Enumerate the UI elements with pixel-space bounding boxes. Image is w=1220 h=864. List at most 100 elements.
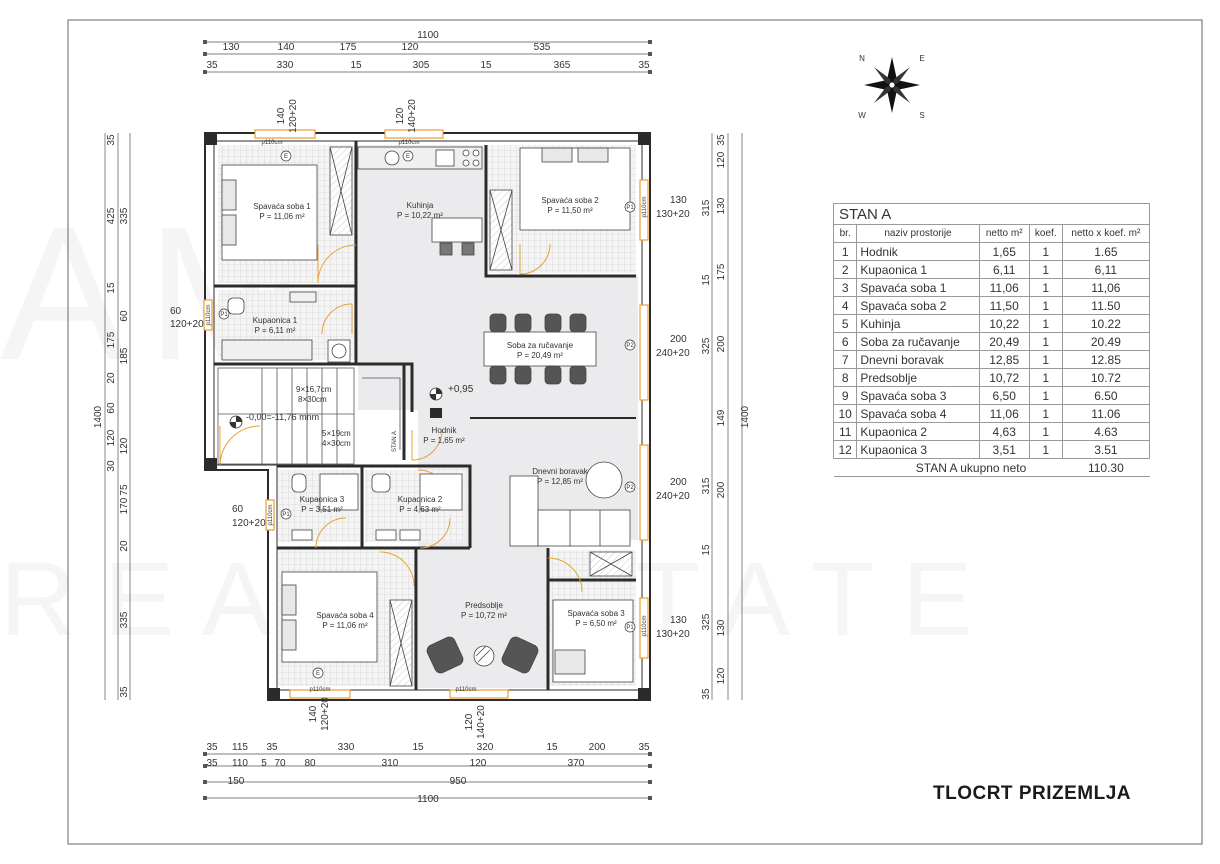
dim-bot-r1-5: 320 xyxy=(477,742,494,753)
dimension-lines xyxy=(104,41,743,799)
compass-w: W xyxy=(858,111,866,120)
cell-koef: 1 xyxy=(1028,332,1063,351)
dim-right-a-7: 130 xyxy=(716,619,727,636)
dim-left-a-6: 120 xyxy=(106,429,117,446)
dim-bot-r2-4: 80 xyxy=(304,758,316,769)
room-name-9: Spavaća soba 4 xyxy=(316,611,374,620)
dim-top-r3-1: 330 xyxy=(277,60,294,71)
dim-right-b-1: 15 xyxy=(701,274,712,286)
room-area-0: P = 11,06 m² xyxy=(259,212,305,221)
cell-room: Spavaća soba 1 xyxy=(856,278,980,297)
vertical-dimension-labels: 1400 35 425 15 175 20 60 120 30 335 60 1… xyxy=(93,134,751,700)
cell-netto-koef: 11,06 xyxy=(1061,278,1151,297)
cell-netto-koef: 11.06 xyxy=(1061,404,1151,423)
room-area-9: P = 11,06 m² xyxy=(322,621,368,630)
room-name-10: Predsoblje xyxy=(465,601,503,610)
table-total-spacer xyxy=(1029,458,1063,477)
marker-e-1: E xyxy=(284,154,288,160)
dim-top-r3-6: 35 xyxy=(638,60,650,71)
marker-p-3: P1 xyxy=(220,312,228,318)
dim-right-b-6: 35 xyxy=(701,688,712,700)
dim-top-r2-4: 535 xyxy=(534,42,551,53)
table-header-koef: koef. xyxy=(1028,224,1063,243)
table-header-netto: netto m² xyxy=(978,224,1030,243)
dim-right-a-2: 130 xyxy=(716,197,727,214)
cell-nr: 6 xyxy=(832,332,858,351)
cell-netto-koef: 10.72 xyxy=(1061,368,1151,387)
dimension-ticks xyxy=(203,40,652,800)
dim-left-b-7: 335 xyxy=(119,611,130,628)
dim-bot-r2-5: 310 xyxy=(382,758,399,769)
wall-columns xyxy=(205,133,650,700)
cell-room: Soba za ručavanje xyxy=(856,332,980,351)
cell-nr: 8 xyxy=(832,368,858,387)
level-markers xyxy=(229,387,443,429)
room-area-table: STAN A br. naziv prostorije netto m² koe… xyxy=(832,203,1151,477)
dim-left-b-2: 185 xyxy=(119,347,130,364)
table-total-koef: 110.30 xyxy=(1062,458,1150,477)
room-area-7: P = 3,51 m² xyxy=(301,505,343,514)
room-area-6: P = 12,85 m² xyxy=(537,477,583,486)
stair-flight1-a: 9×16,7cm xyxy=(296,385,332,394)
cell-netto: 6,50 xyxy=(978,386,1030,405)
sill-tag-3: p110cm xyxy=(310,687,331,693)
marker-e-3: E xyxy=(316,671,320,677)
cell-nr: 10 xyxy=(832,404,858,423)
cell-netto: 1,65 xyxy=(978,242,1030,261)
w-left-1-b: 120+20 xyxy=(170,319,204,330)
cell-netto: 4,63 xyxy=(978,422,1030,441)
marker-p2-2: P2 xyxy=(626,485,634,491)
dim-bot-r2-6: 120 xyxy=(470,758,487,769)
w-top-mid-a: 120 xyxy=(395,107,406,124)
w-right-2-b: 240+20 xyxy=(656,348,690,359)
room-name-7: Kupaonica 3 xyxy=(300,495,345,504)
w-right-1-a: 130 xyxy=(670,195,687,206)
room-area-11: P = 6,50 m² xyxy=(575,619,617,628)
windows xyxy=(203,129,649,699)
dim-bot-r2-0: 35 xyxy=(206,758,218,769)
room-name-0: Spavaća soba 1 xyxy=(253,202,311,211)
sill-tag-4: p110cm xyxy=(456,687,477,693)
room-name-2: Spavaća soba 2 xyxy=(541,196,599,205)
w-bottom-mid-a: 120 xyxy=(464,713,475,730)
room-area-4: P = 20,49 m² xyxy=(517,351,563,360)
dim-bot-r1-1: 115 xyxy=(232,742,248,753)
opening-labels: 140 120+20 120 140+20 140 120+20 120 140… xyxy=(170,99,690,739)
dim-bot-r1-4: 15 xyxy=(412,742,424,753)
room-area-3: P = 6,11 m² xyxy=(255,326,296,335)
w-bottom-mid-b: 140+20 xyxy=(476,705,487,739)
stair-flight2-a: 5×19cm xyxy=(322,429,351,438)
dim-left-a-3: 175 xyxy=(106,331,117,348)
stairs xyxy=(217,367,401,465)
cell-koef: 1 xyxy=(1028,242,1063,261)
compass-rose-icon xyxy=(864,57,920,113)
dim-right-b-0: 315 xyxy=(701,199,712,216)
cell-netto-koef: 11.50 xyxy=(1061,296,1151,315)
room-name-6: Dnevni boravak xyxy=(532,467,589,476)
room-name-1: Kuhinja xyxy=(407,201,434,210)
dim-bot-total: 1100 xyxy=(417,794,439,805)
cell-netto: 10,22 xyxy=(978,314,1030,333)
dim-top-r3-2: 15 xyxy=(350,60,362,71)
cell-netto: 6,11 xyxy=(978,260,1030,279)
dim-right-a-0: 35 xyxy=(716,134,727,146)
compass-e: E xyxy=(919,54,924,63)
room-area-2: P = 11,50 m² xyxy=(547,206,593,215)
dim-bot-r3-0: 150 xyxy=(228,776,245,787)
stan-tag: STAN A xyxy=(392,431,398,452)
cell-room: Predsoblje xyxy=(856,368,980,387)
compass-labels: N E S W xyxy=(858,54,924,120)
dim-left-b-8: 35 xyxy=(119,686,130,698)
cell-netto: 11,06 xyxy=(978,278,1030,297)
marker-p-2: P1 xyxy=(626,625,634,631)
dim-left-b-6: 20 xyxy=(119,540,130,552)
marker-p-1: P1 xyxy=(626,205,634,211)
w-right-3-b: 240+20 xyxy=(656,491,690,502)
dimension-labels: 1100 130 140 175 120 535 35 330 15 305 1… xyxy=(206,30,650,805)
dim-top-r3-3: 305 xyxy=(413,60,430,71)
